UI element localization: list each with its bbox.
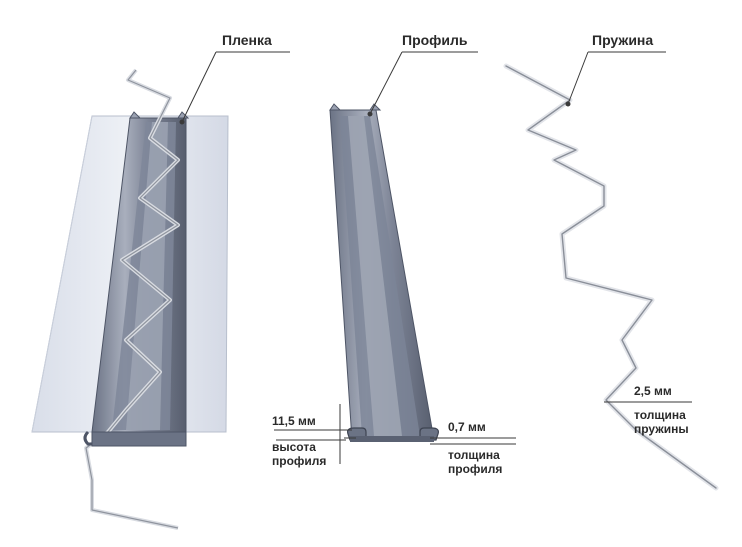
profile-height-caption-1: высота	[272, 440, 316, 454]
profile-height-caption-2: профиля	[272, 454, 327, 468]
spring-label: Пружина	[592, 32, 654, 48]
spring-illustration	[503, 63, 719, 491]
profile-thickness-caption-1: толщина	[448, 448, 500, 462]
film-label: Пленка	[222, 32, 272, 48]
profile-thickness-value: 0,7 мм	[448, 420, 486, 434]
profile-illustration	[329, 103, 439, 442]
spring-thickness-caption-1: толщина	[634, 408, 686, 422]
profile-label: Профиль	[402, 32, 468, 48]
spring-thickness-caption-2: пружины	[634, 422, 689, 436]
assembly-illustration	[31, 68, 229, 530]
spring-thickness-value: 2,5 мм	[634, 384, 672, 398]
profile-thickness-caption-2: профиля	[448, 462, 503, 476]
leader-lines	[179, 51, 692, 464]
profile-height-value: 11,5 мм	[272, 414, 316, 428]
